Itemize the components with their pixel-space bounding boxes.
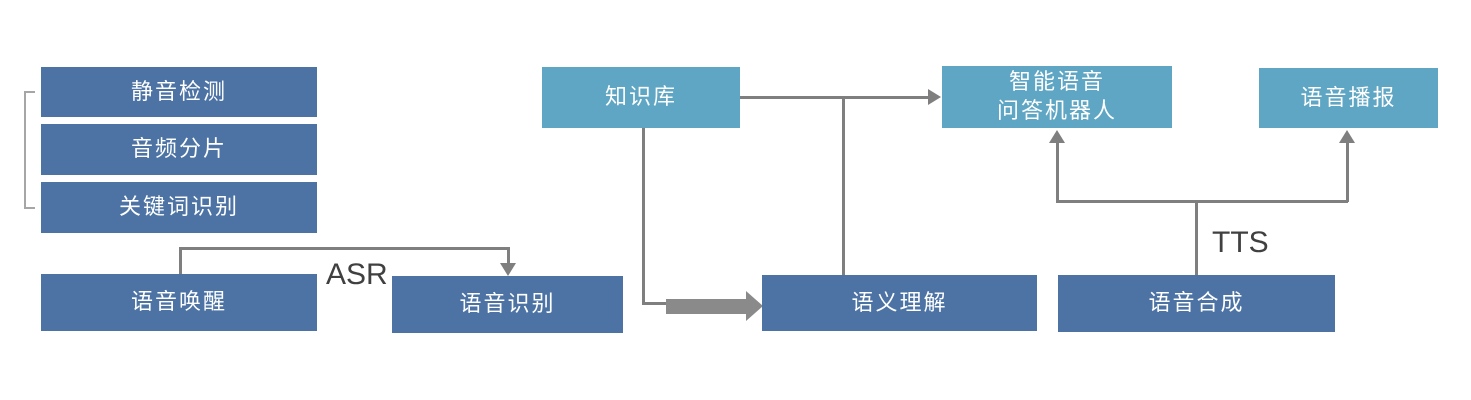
node-voice-wakeup-label: 语音唤醒	[130, 289, 227, 315]
node-keyword-recognition-label: 关键词识别	[118, 194, 239, 220]
group-bracket-vertical	[24, 91, 26, 209]
node-silence-detection-label: 静音检测	[130, 78, 227, 104]
node-voice-wakeup: 语音唤醒	[41, 274, 317, 331]
connector-knowledge-elbow	[642, 302, 667, 305]
node-semantic-understanding-label: 语义理解	[851, 289, 948, 315]
node-keyword-recognition: 关键词识别	[41, 182, 317, 233]
group-bracket-bottom-tick	[24, 207, 35, 209]
thick-arrowhead-into-semantic	[746, 291, 763, 321]
group-bracket-top-tick	[24, 91, 35, 93]
arrowhead-into-qa-robot-left	[928, 89, 941, 105]
connector-knowledge-down	[642, 128, 645, 305]
thick-arrow-shaft	[666, 299, 746, 314]
node-knowledge-base-label: 知识库	[604, 84, 677, 110]
node-qa-robot: 智能语音 问答机器人	[942, 66, 1172, 128]
node-voice-broadcast-label: 语音播报	[1300, 84, 1397, 110]
node-speech-synthesis-label: 语音合成	[1148, 290, 1245, 316]
connector-tts-horizontal	[1056, 200, 1348, 203]
connector-tts-left-up	[1056, 143, 1059, 202]
node-silence-detection: 静音检测	[41, 67, 317, 117]
asr-edge-label: ASR	[326, 258, 388, 291]
node-qa-robot-label: 智能语音 问答机器人	[996, 69, 1117, 123]
connector-wakeup-up	[179, 247, 182, 274]
connector-knowledge-to-robot	[740, 96, 928, 99]
arrowhead-into-speech-recognition	[500, 263, 516, 276]
connector-wakeup-down	[507, 247, 510, 264]
node-knowledge-base: 知识库	[542, 67, 740, 128]
node-speech-recognition-label: 语音识别	[459, 291, 556, 317]
node-voice-broadcast: 语音播报	[1259, 68, 1438, 128]
node-audio-segmentation-label: 音频分片	[130, 136, 227, 162]
connector-synthesis-up	[1195, 202, 1198, 275]
arrowhead-into-qa-robot-bottom	[1049, 130, 1065, 143]
arrowhead-into-voice-broadcast	[1339, 130, 1355, 143]
connector-semantic-branch	[842, 96, 845, 275]
node-speech-synthesis: 语音合成	[1058, 275, 1335, 332]
node-speech-recognition: 语音识别	[392, 276, 623, 333]
connector-wakeup-horizontal	[179, 247, 510, 250]
connector-tts-right-up	[1346, 143, 1349, 202]
node-semantic-understanding: 语义理解	[762, 275, 1037, 331]
node-audio-segmentation: 音频分片	[41, 124, 317, 175]
tts-edge-label: TTS	[1212, 226, 1269, 259]
